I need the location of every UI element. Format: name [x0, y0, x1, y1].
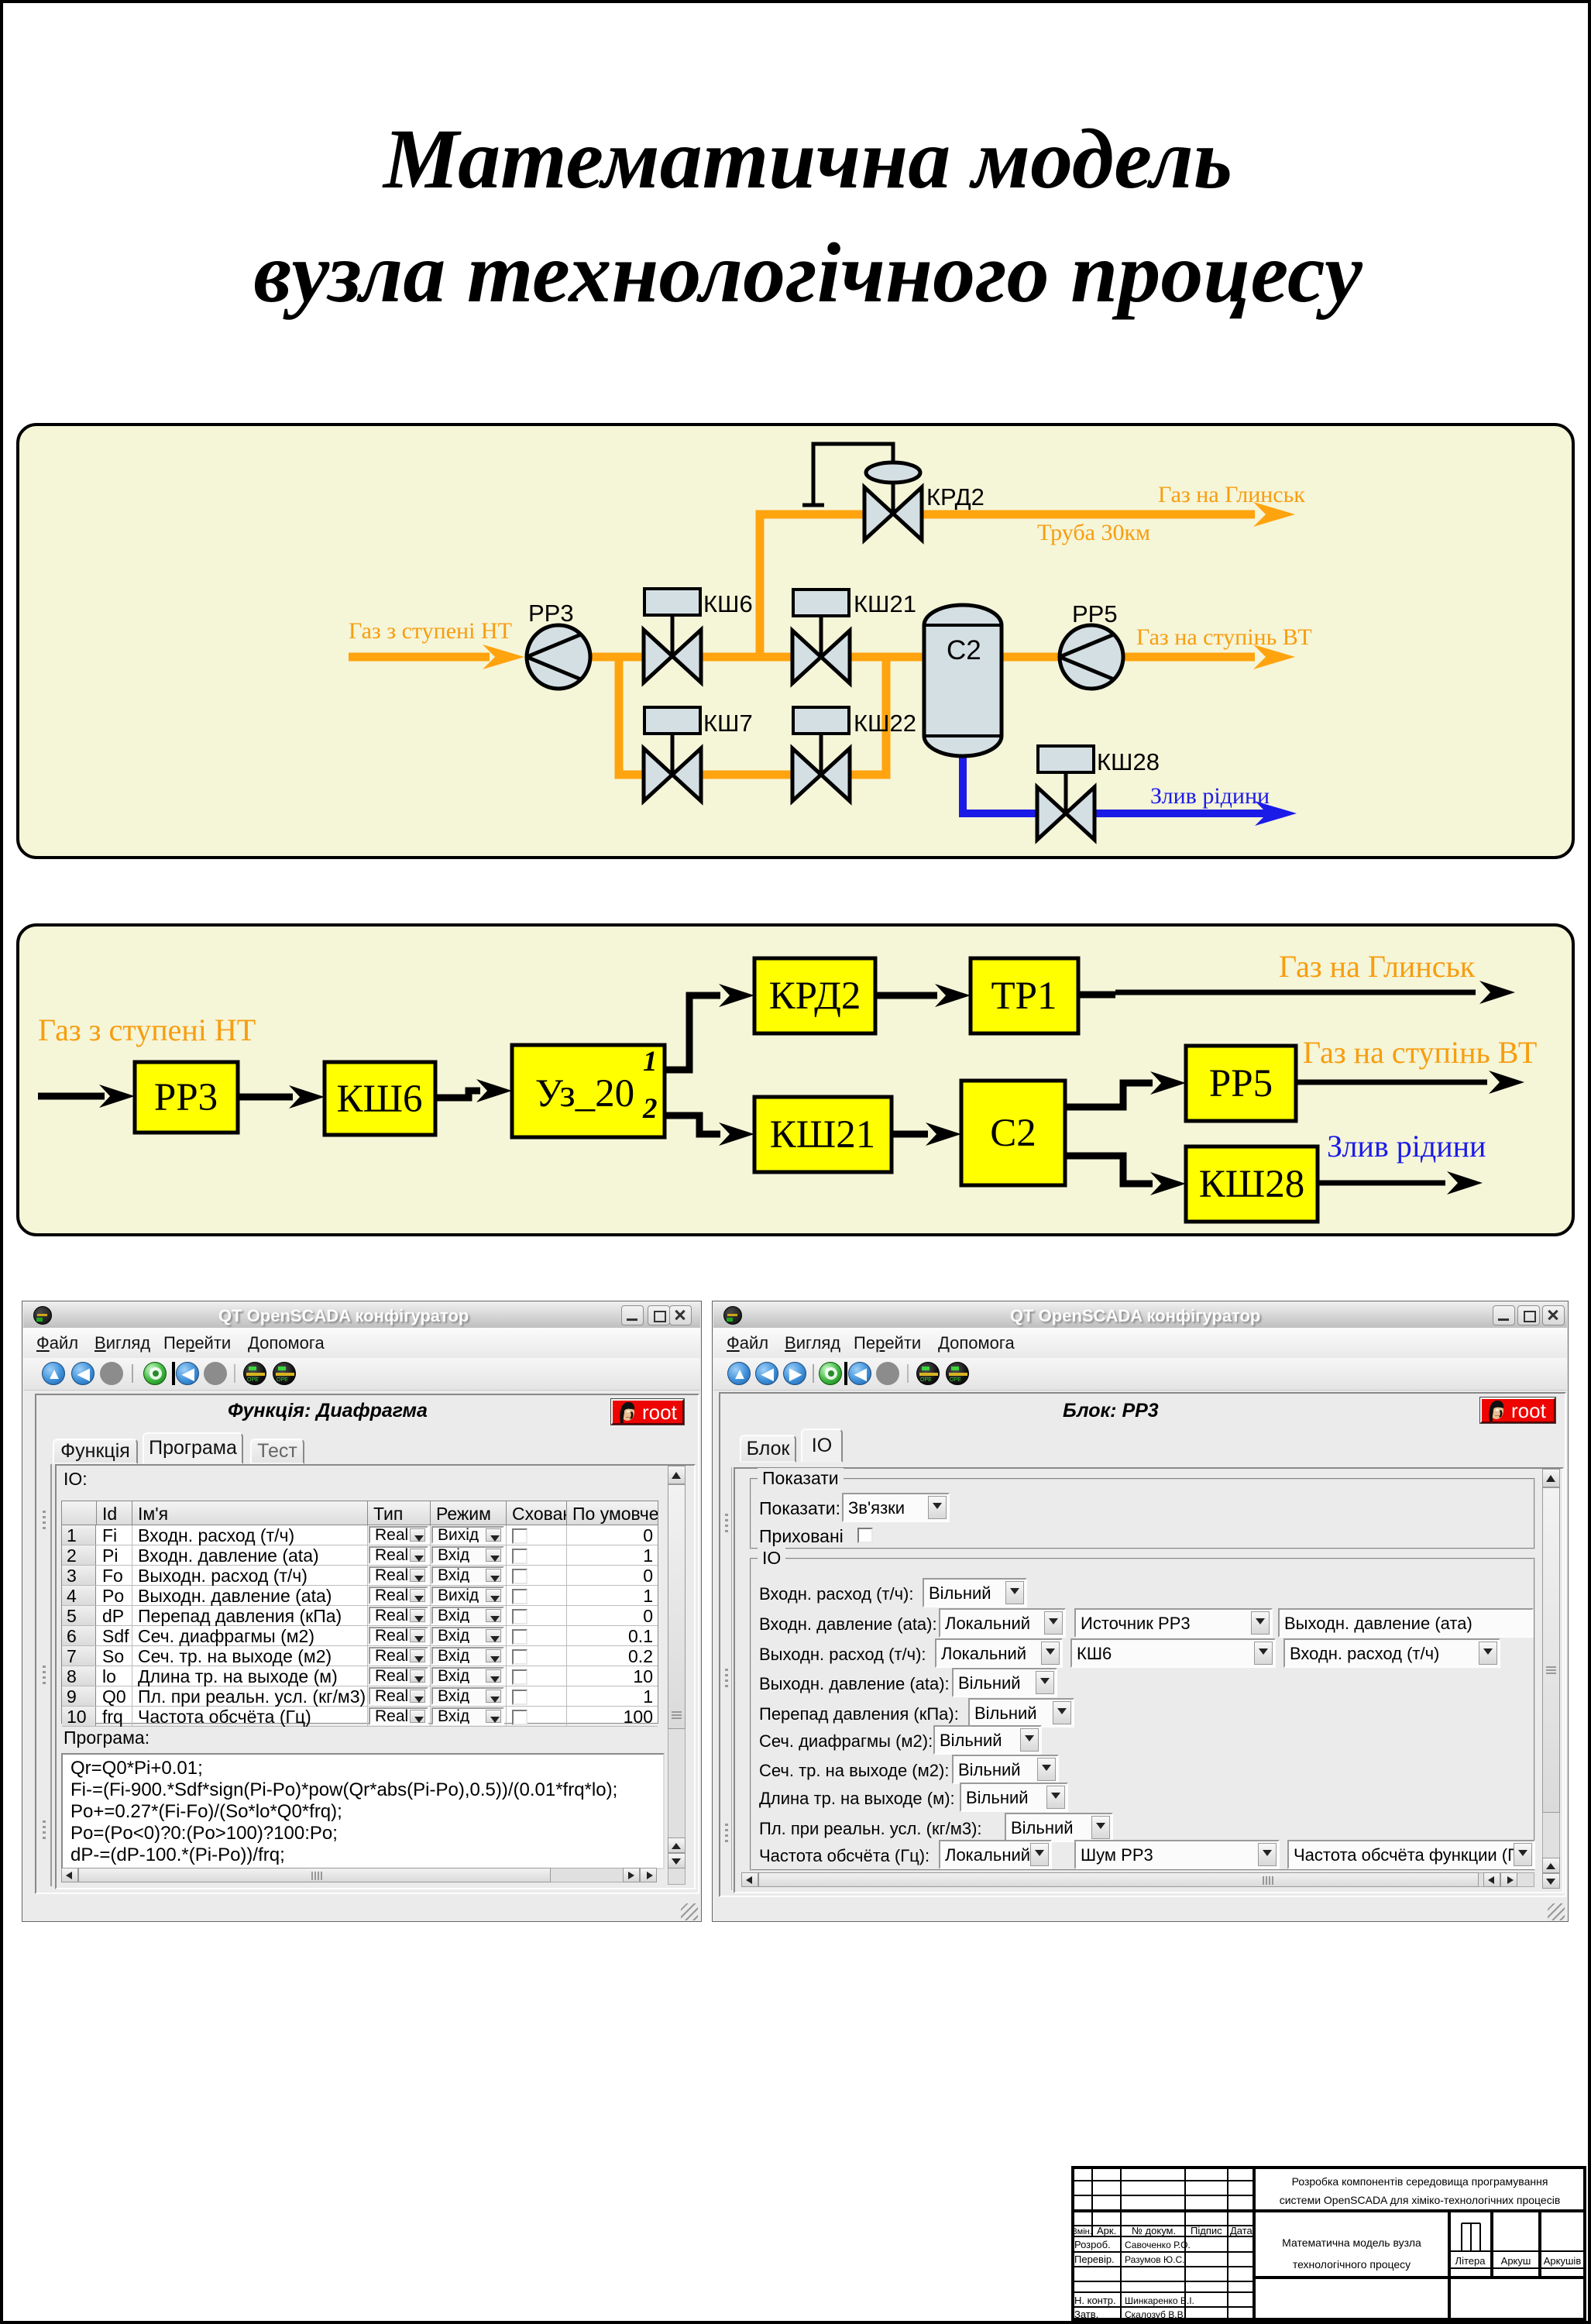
svg-text:№ докум.: № докум. — [1132, 2225, 1176, 2236]
svg-text:Разумов Ю.С.: Разумов Ю.С. — [1125, 2254, 1184, 2265]
svg-text:Злив рідини: Злив рідини — [1327, 1129, 1486, 1164]
svg-text:Математична модель вузла: Математична модель вузла — [1282, 2236, 1421, 2249]
svg-text:КРД2: КРД2 — [769, 975, 861, 1018]
svg-text:РР5: РР5 — [1209, 1062, 1273, 1105]
svg-text:Арк.: Арк. — [1097, 2225, 1116, 2236]
svg-text:Змін.: Змін. — [1072, 2227, 1092, 2236]
svg-text:Газ з ступені НТ: Газ з ступені НТ — [38, 1012, 256, 1047]
svg-text:Газ на Глинськ: Газ на Глинськ — [1279, 949, 1476, 984]
svg-text:КШ6: КШ6 — [337, 1078, 423, 1121]
svg-text:Підпис: Підпис — [1191, 2225, 1222, 2236]
svg-text:Газ з ступені НТ: Газ з ступені НТ — [349, 618, 512, 644]
svg-text:РР3: РР3 — [528, 600, 574, 627]
svg-text:Аркушів: Аркушів — [1544, 2255, 1582, 2267]
svg-text:Уз_20: Уз_20 — [535, 1072, 634, 1116]
svg-text:1: 1 — [643, 1046, 658, 1078]
svg-text:РР5: РР5 — [1072, 600, 1118, 627]
svg-text:Газ на ступінь ВТ: Газ на ступінь ВТ — [1136, 624, 1312, 650]
svg-text:С2: С2 — [990, 1112, 1036, 1155]
svg-text:системи OpenSCADA для хіміко-: системи OpenSCADA для хіміко-технологічн… — [1280, 2194, 1561, 2206]
svg-text:КШ7: КШ7 — [703, 710, 753, 737]
svg-text:КШ28: КШ28 — [1199, 1163, 1304, 1206]
svg-text:Труба 30км: Труба 30км — [1037, 520, 1150, 545]
svg-text:Шинкаренко В.І.: Шинкаренко В.І. — [1125, 2295, 1194, 2306]
svg-text:КРД2: КРД2 — [926, 483, 984, 511]
svg-text:Літера: Літера — [1455, 2255, 1486, 2267]
svg-text:Розроб.: Розроб. — [1074, 2239, 1111, 2250]
svg-text:Затв.: Затв. — [1074, 2309, 1098, 2320]
svg-text:КШ21: КШ21 — [770, 1113, 875, 1157]
svg-text:Аркуш: Аркуш — [1501, 2255, 1531, 2267]
svg-text:С2: С2 — [947, 635, 981, 665]
svg-text:ТР1: ТР1 — [991, 975, 1057, 1018]
svg-text:Злив рідини: Злив рідини — [1150, 783, 1270, 809]
svg-text:КШ6: КШ6 — [703, 590, 753, 617]
svg-text:Розробка компонентів середовищ: Розробка компонентів середовища програму… — [1292, 2175, 1548, 2188]
svg-text:Савоченко Р.О.: Савоченко Р.О. — [1125, 2240, 1191, 2250]
svg-text:КШ22: КШ22 — [854, 710, 916, 737]
svg-text:технологічного процесу: технологічного процесу — [1293, 2258, 1411, 2271]
svg-text:Перевір.: Перевір. — [1074, 2254, 1115, 2265]
svg-text:Скалозуб В.В.: Скалозуб В.В. — [1125, 2309, 1186, 2320]
svg-text:Дата: Дата — [1230, 2225, 1253, 2236]
svg-text:КШ21: КШ21 — [854, 590, 916, 617]
svg-text:2: 2 — [642, 1093, 658, 1125]
svg-text:Газ на Глинськ: Газ на Глинськ — [1158, 482, 1305, 507]
svg-text:КШ28: КШ28 — [1097, 748, 1160, 775]
svg-text:Газ на ступінь ВТ: Газ на ступінь ВТ — [1303, 1035, 1537, 1070]
svg-text:Н. контр.: Н. контр. — [1074, 2295, 1116, 2306]
svg-text:РР3: РР3 — [154, 1076, 218, 1119]
